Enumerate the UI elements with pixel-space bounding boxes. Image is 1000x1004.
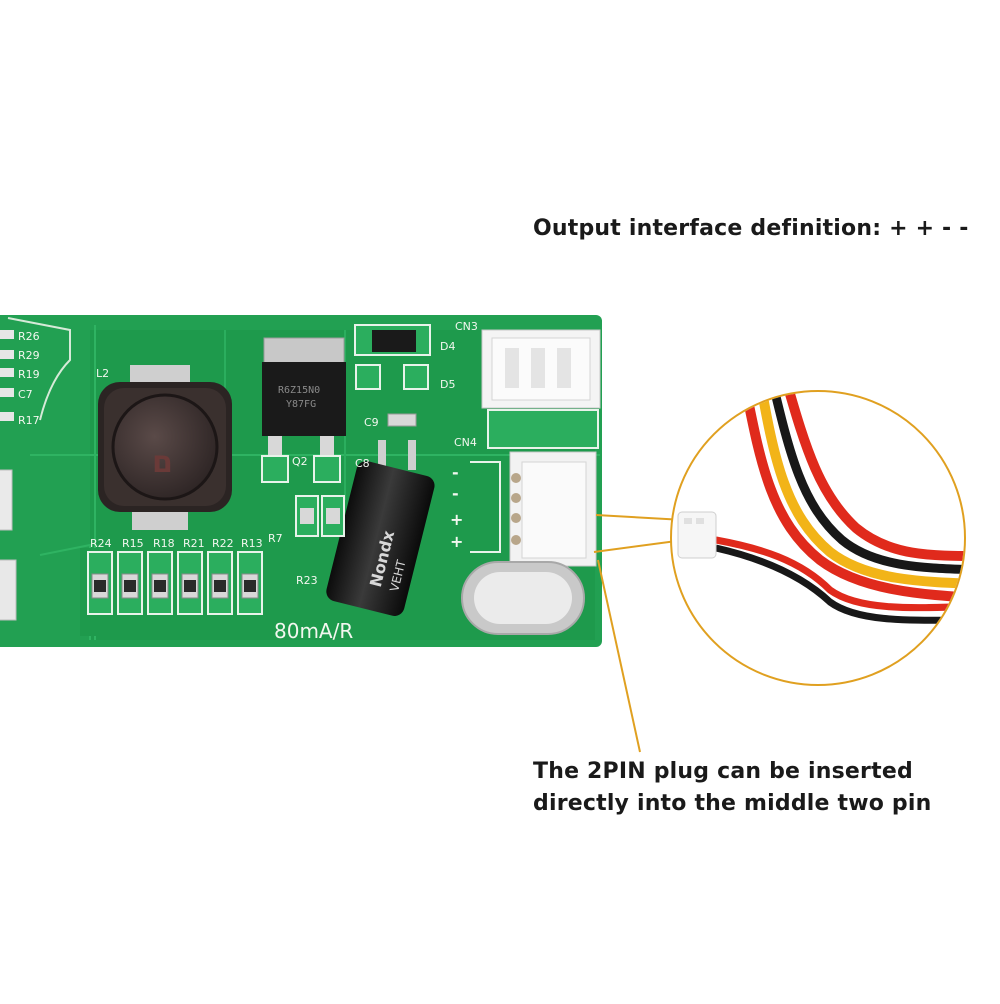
- pin-mark-3: +: [450, 510, 463, 529]
- resistor-marking: [154, 580, 166, 592]
- resistor-marking: [214, 580, 226, 592]
- mosfet-q2: R6Z15N0 Y87FG Q2: [261, 337, 346, 483]
- label-c8: C8: [355, 457, 370, 470]
- resistor-marking: [124, 580, 136, 592]
- pin-mark-2: -: [452, 484, 459, 503]
- resistor-marking: [94, 580, 106, 592]
- zoom-circle-plug: [670, 390, 966, 686]
- label-cn3: CN3: [455, 320, 478, 333]
- label-c7: C7: [18, 388, 33, 401]
- left-silkscreen-labels: R26 R29 R19 C7 R17: [18, 330, 40, 427]
- label-l2: L2: [96, 367, 109, 380]
- plug-insertion-caption: The 2PIN plug can be inserted directly i…: [533, 756, 931, 820]
- label-r22: R22: [212, 537, 234, 550]
- resistor-marking: [184, 580, 196, 592]
- inductor-l2: ם L2: [96, 365, 232, 530]
- small-resistors: R7 R23: [268, 495, 345, 587]
- capacitor-c8: Nondx VEHT C8: [326, 440, 435, 616]
- plug-caption-line-1: The 2PIN plug can be inserted: [533, 759, 913, 784]
- pin-mark-1: -: [452, 463, 459, 482]
- label-q2: Q2: [292, 455, 308, 468]
- mosfet-text-2: Y87FG: [286, 399, 316, 410]
- label-r29: R29: [18, 349, 40, 362]
- label-r26: R26: [18, 330, 40, 343]
- mosfet-text-1: R6Z15N0: [278, 385, 320, 396]
- pin-mark-4: +: [450, 532, 463, 551]
- label-r21: R21: [183, 537, 205, 550]
- current-marking: 80mA/R: [274, 619, 353, 643]
- label-r23: R23: [296, 574, 318, 587]
- label-r15: R15: [122, 537, 144, 550]
- svg-text:ם: ם: [152, 445, 173, 480]
- connector-cn4: CN4 - - + +: [450, 436, 597, 567]
- label-d4: D4: [440, 340, 455, 353]
- label-r17: R17: [18, 414, 40, 427]
- label-r13: R13: [241, 537, 263, 550]
- callout-lines: [593, 514, 685, 753]
- label-c9: C9: [364, 416, 379, 429]
- label-r7: R7: [268, 532, 283, 545]
- resistor-marking: [244, 580, 256, 592]
- label-cn4: CN4: [454, 436, 477, 449]
- label-d5: D5: [440, 378, 455, 391]
- top-smd-components: D4 D5 C9: [354, 324, 455, 429]
- resistor-bank: R24 R15 R18 R21 R22 R13 80mA/R: [80, 537, 353, 643]
- label-r19: R19: [18, 368, 40, 381]
- mounting-slot: [461, 561, 585, 635]
- label-r18: R18: [153, 537, 175, 550]
- connector-cn3: CN3: [455, 320, 601, 449]
- plug-caption-line-2: directly into the middle two pin: [533, 791, 932, 816]
- label-r24: R24: [90, 537, 112, 550]
- output-interface-caption: Output interface definition: + + - -: [533, 216, 969, 241]
